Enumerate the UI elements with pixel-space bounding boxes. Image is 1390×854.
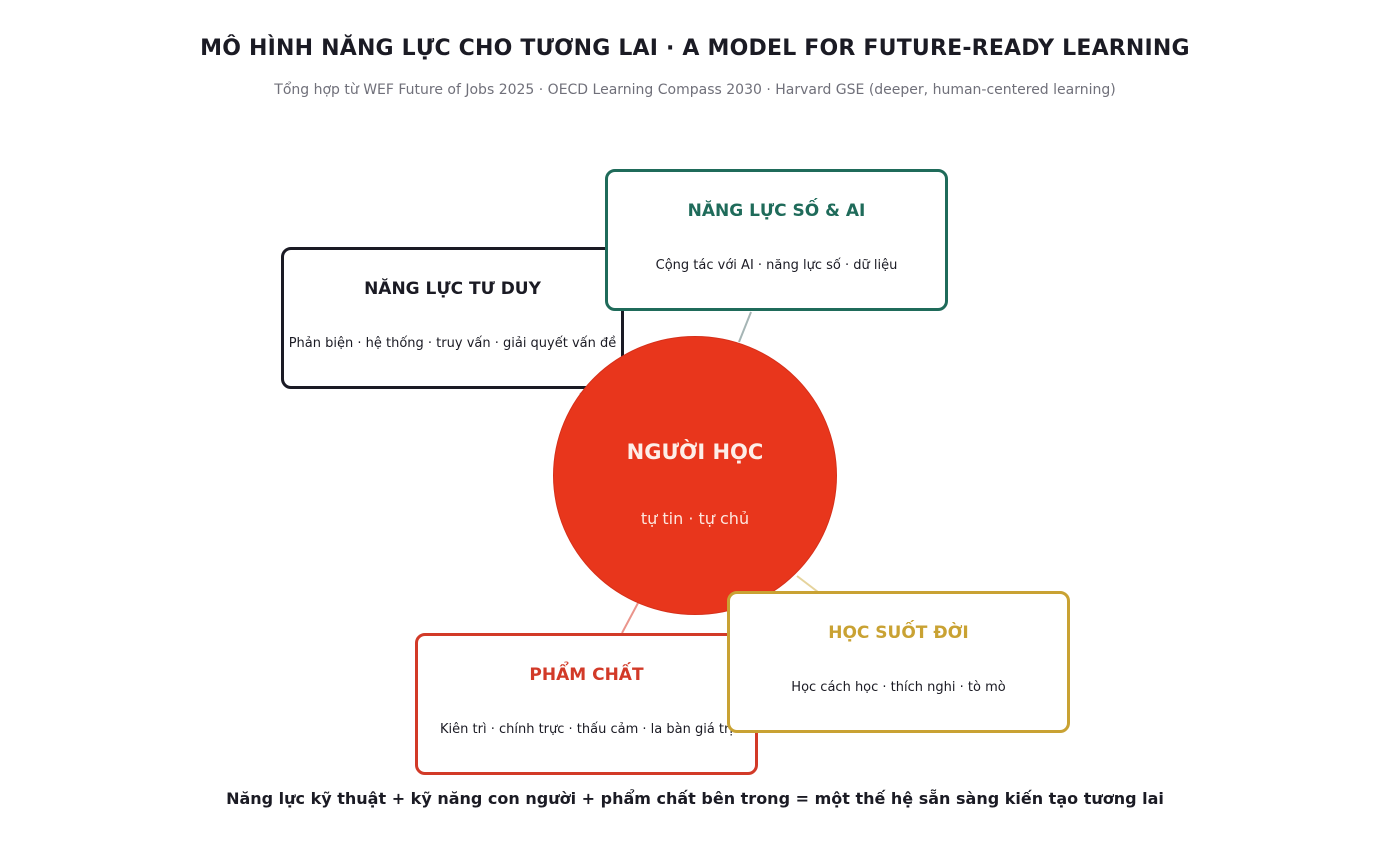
- node-description: Học cách học · thích nghi · tò mò: [791, 680, 1006, 695]
- node-thinking-skills: NĂNG LỰC TƯ DUY Phản biện · hệ thống · t…: [281, 247, 624, 389]
- connector-character: [621, 602, 639, 634]
- node-description: Kiên trì · chính trực · thấu cảm · la bà…: [440, 722, 733, 737]
- node-character: PHẨM CHẤT Kiên trì · chính trực · thấu c…: [415, 633, 758, 775]
- node-digital-ai: NĂNG LỰC SỐ & AI Cộng tác với AI · năng …: [605, 169, 948, 311]
- learner-subtitle: tự tin · tự chủ: [640, 509, 750, 528]
- node-title: NĂNG LỰC TƯ DUY: [364, 279, 541, 299]
- node-title: PHẨM CHẤT: [529, 665, 644, 685]
- learner-circle: NGƯỜI HỌC tự tin · tự chủ: [553, 336, 837, 615]
- node-title: NĂNG LỰC SỐ & AI: [687, 201, 866, 221]
- page-title: MÔ HÌNH NĂNG LỰC CHO TƯƠNG LAI · A MODEL…: [200, 36, 1190, 61]
- learner-title: NGƯỜI HỌC: [626, 440, 764, 464]
- footer-summary: Năng lực kỹ thuật + kỹ năng con người + …: [226, 789, 1164, 808]
- node-title: HỌC SUỐT ĐỜI: [828, 623, 969, 643]
- connector-digital: [738, 311, 752, 343]
- node-lifelong-learning: HỌC SUỐT ĐỜI Học cách học · thích nghi ·…: [727, 591, 1070, 733]
- connector-lifelong: [796, 575, 819, 593]
- node-description: Phản biện · hệ thống · truy vấn · giải q…: [288, 336, 617, 351]
- page-subtitle: Tổng hợp từ WEF Future of Jobs 2025 · OE…: [274, 82, 1116, 98]
- node-description: Cộng tác với AI · năng lực số · dữ liệu: [655, 258, 898, 273]
